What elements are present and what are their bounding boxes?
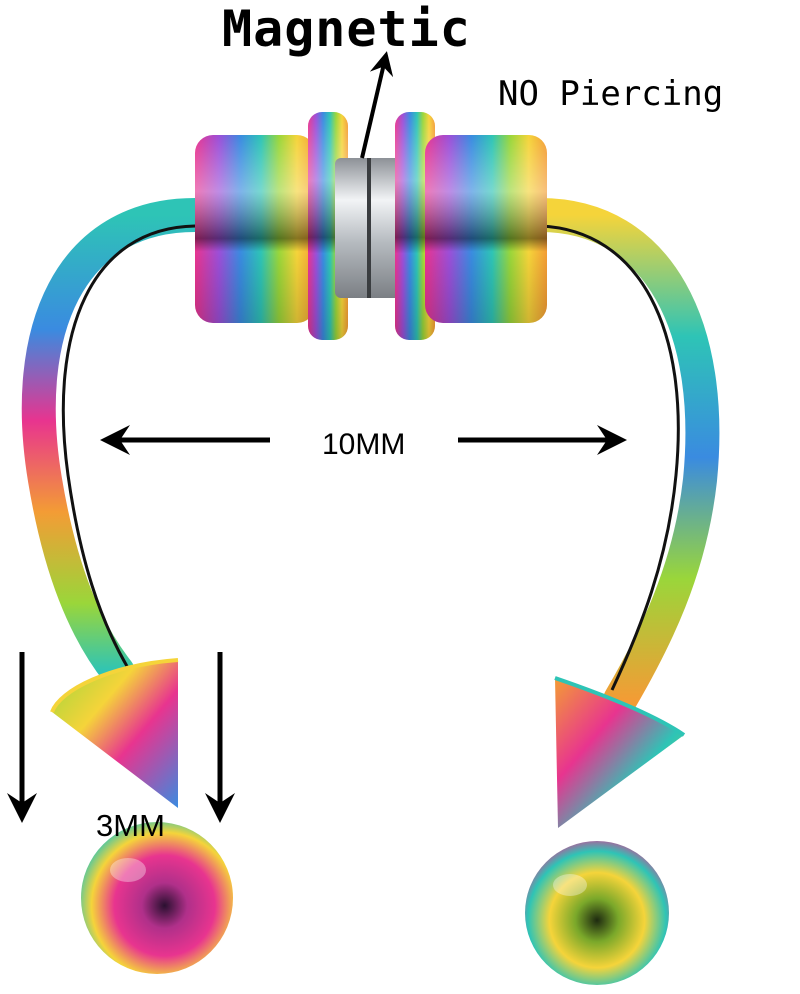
magnetic-pointer-arrow xyxy=(360,51,394,159)
right-arm xyxy=(523,198,720,717)
magnetic-clasp xyxy=(195,112,547,340)
left-cone-spike xyxy=(50,658,179,808)
no-piercing-label: NO Piercing xyxy=(498,74,724,114)
left-ball xyxy=(81,822,233,974)
right-cone-spike xyxy=(554,676,686,828)
left-arm xyxy=(21,198,212,689)
ball-size-label: 3MM xyxy=(96,808,165,843)
magnetic-label: Magnetic xyxy=(222,0,471,58)
width-label: 10MM xyxy=(322,428,406,461)
right-ball xyxy=(525,841,669,985)
